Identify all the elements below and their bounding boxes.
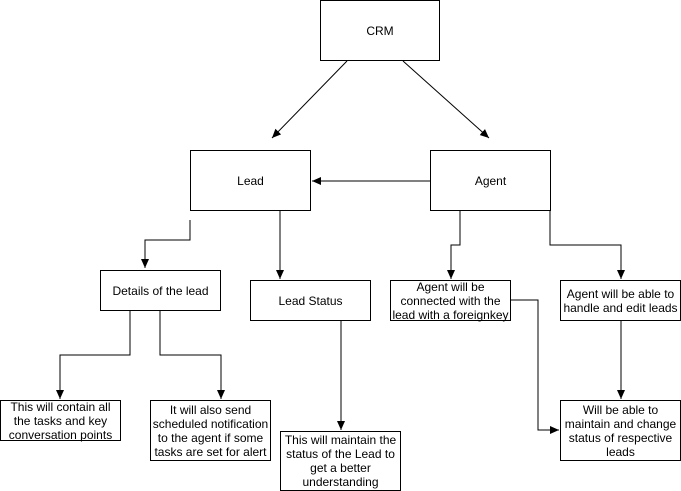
edge-details-tasks [56,310,131,399]
node-notification-label: It will also send scheduled notification… [152,402,269,459]
node-tasks: This will contain all the tasks and key … [0,399,121,442]
node-details-label: Details of the lead [112,283,209,298]
node-agent-handle: Agent will be able to handle and edit le… [560,280,681,321]
edge-lead-details [141,220,191,268]
node-tasks-label: This will contain all the tasks and key … [8,399,113,442]
edge-agent-handle [549,210,625,279]
edge-connected-change [510,299,559,434]
node-agent-connected-label: Agent will be connected with the lead wi… [392,279,509,322]
node-agent-handle-label: Agent will be able to handle and edit le… [563,286,678,315]
node-maintain-status-label: This will maintain the status of the Lea… [284,433,397,489]
node-lead: Lead [190,150,311,211]
node-details: Details of the lead [100,270,221,311]
node-notification: It will also send scheduled notification… [150,400,271,461]
node-lead-label: Lead [237,173,264,188]
node-lead-status-label: Lead Status [278,293,343,308]
node-agent: Agent [430,150,551,211]
node-change-status: Will be able to maintain and change stat… [560,400,681,461]
node-agent-connected: Agent will be connected with the lead wi… [390,279,511,322]
edge-details-notification [159,310,225,399]
node-change-status-label: Will be able to maintain and change stat… [564,402,677,459]
node-agent-label: Agent [474,173,507,188]
node-lead-status: Lead Status [250,280,371,321]
node-crm-label: CRM [366,23,394,38]
edge-crm-lead [271,60,348,139]
node-maintain-status: This will maintain the status of the Lea… [280,431,401,491]
edge-agent-connected [447,210,461,279]
node-crm: CRM [320,0,440,61]
edge-crm-agent [402,60,490,139]
